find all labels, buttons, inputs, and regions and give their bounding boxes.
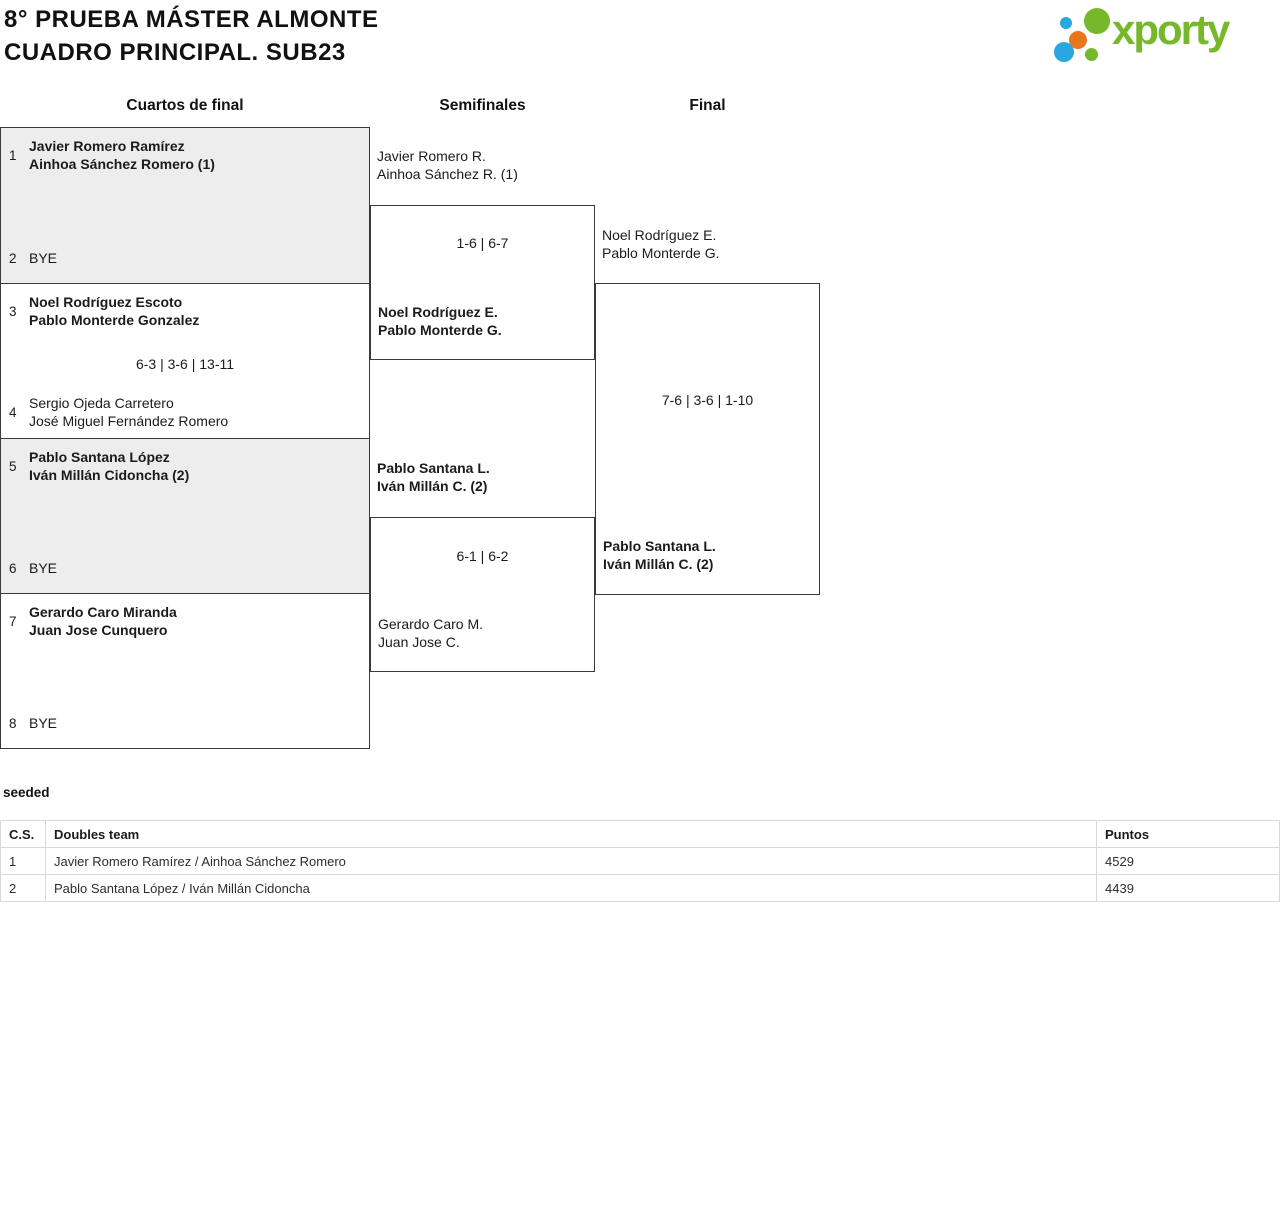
qf-match-3: 5 Pablo Santana López Iván Millán Cidonc… — [1, 438, 369, 593]
team-name: Juan Jose Cunquero — [29, 622, 168, 638]
team-name: Noel Rodríguez E. — [602, 227, 717, 243]
team-name: Iván Millán C. (2) — [603, 556, 714, 572]
team-name: Pablo Monterde G. — [602, 245, 720, 261]
seed-number: 6 — [9, 560, 17, 576]
seed-number: 1 — [9, 147, 17, 163]
team-name: Pablo Monterde Gonzalez — [29, 312, 200, 328]
qf4-top-team: 7 Gerardo Caro Miranda Juan Jose Cunquer… — [9, 603, 361, 639]
quarterfinals-column: 1 Javier Romero Ramírez Ainhoa Sánchez R… — [0, 127, 370, 749]
cs-value: 1 — [0, 847, 46, 875]
round-header-final: Final — [689, 97, 726, 114]
team-name: José Miguel Fernández Romero — [29, 413, 229, 429]
team-name: Pablo Monterde G. — [378, 322, 502, 338]
seed-number: 7 — [9, 613, 17, 629]
team-name: Pablo Santana L. — [603, 538, 716, 554]
cs-value: 2 — [0, 874, 46, 902]
match-score: 7-6 | 3-6 | 1-10 — [661, 392, 754, 408]
final-bottom-team: Pablo Santana L. Iván Millán C. (2) — [603, 537, 813, 573]
sf2-bottom-team: Gerardo Caro M. Juan Jose C. — [378, 615, 588, 651]
qf2-top-team: 3 Noel Rodríguez Escoto Pablo Monterde G… — [9, 293, 361, 329]
qf3-top-team: 5 Pablo Santana López Iván Millán Cidonc… — [9, 448, 361, 484]
sf1-top-team: Javier Romero R. Ainhoa Sánchez R. (1) — [377, 147, 518, 183]
qf1-top-team: 1 Javier Romero Ramírez Ainhoa Sánchez R… — [9, 137, 361, 173]
team-name: Ainhoa Sánchez Romero (1) — [29, 156, 215, 172]
team-name: Gerardo Caro Miranda — [29, 604, 177, 620]
team-name: BYE — [29, 560, 58, 576]
column-header-puntos: Puntos — [1096, 820, 1280, 848]
sf2-top-team: Pablo Santana L. Iván Millán C. (2) — [377, 459, 490, 495]
page-title: 8° PRUEBA MÁSTER ALMONTE CUADRO PRINCIPA… — [4, 3, 379, 69]
match-score: 6-1 | 6-2 — [456, 548, 509, 564]
match-score: 1-6 | 6-7 — [456, 235, 509, 251]
team-name: Noel Rodríguez E. — [378, 304, 498, 320]
logo-dot-icon — [1054, 42, 1074, 62]
team-name: Iván Millán C. (2) — [377, 478, 488, 494]
seeded-header-row: C.S. Doubles team Puntos — [0, 820, 1280, 848]
qf3-bottom-team: 6 BYE — [9, 559, 361, 577]
team-name: Ainhoa Sánchez R. (1) — [377, 166, 518, 182]
column-header-doubles-team: Doubles team — [45, 820, 1097, 848]
seeded-table: C.S. Doubles team Puntos 1 Javier Romero… — [0, 820, 1280, 902]
sf1-bottom-team: Noel Rodríguez E. Pablo Monterde G. — [378, 303, 588, 339]
team-name: Noel Rodríguez Escoto — [29, 294, 183, 310]
puntos-value: 4439 — [1096, 874, 1280, 902]
team-name: Gerardo Caro M. — [378, 616, 484, 632]
column-header-cs: C.S. — [0, 820, 46, 848]
team-name: Javier Romero R. — [377, 148, 486, 164]
qf2-bottom-team: 4 Sergio Ojeda Carretero José Miguel Fer… — [9, 394, 361, 430]
round-header-cuartos-de-final: Cuartos de final — [126, 97, 244, 114]
logo-dot-icon — [1069, 31, 1087, 49]
qf-match-2: 3 Noel Rodríguez Escoto Pablo Monterde G… — [1, 283, 369, 438]
logo-dot-icon — [1060, 17, 1072, 29]
final-top-team: Noel Rodríguez E. Pablo Monterde G. — [602, 226, 720, 262]
qf4-bottom-team: 8 BYE — [9, 714, 361, 732]
team-name: Sergio Ojeda Carretero — [29, 395, 174, 411]
sf2-match-box: 6-1 | 6-2 Gerardo Caro M. Juan Jose C. — [370, 517, 595, 672]
team-name: Juan Jose C. — [378, 634, 460, 650]
logo-dot-icon — [1085, 48, 1098, 61]
xporty-logo: xporty — [1048, 2, 1278, 72]
seed-number: 5 — [9, 458, 17, 474]
table-row: 2 Pablo Santana López / Iván Millán Cido… — [0, 874, 1280, 902]
logo-dot-icon — [1084, 8, 1110, 34]
title-line-2: CUADRO PRINCIPAL. SUB23 — [4, 39, 346, 66]
team-name: BYE — [29, 715, 58, 731]
seed-number: 4 — [9, 404, 17, 420]
seed-number: 3 — [9, 303, 17, 319]
team-name: Pablo Santana López — [29, 449, 170, 465]
team-name: Pablo Santana L. — [377, 460, 490, 476]
qf-match-4: 7 Gerardo Caro Miranda Juan Jose Cunquer… — [1, 593, 369, 748]
team-name: Javier Romero Ramírez — [29, 138, 185, 154]
table-row: 1 Javier Romero Ramírez / Ainhoa Sánchez… — [0, 847, 1280, 875]
team-name: BYE — [29, 250, 58, 266]
seed-number: 8 — [9, 715, 17, 731]
match-score: 6-3 | 3-6 | 13-11 — [135, 356, 235, 372]
qf1-bottom-team: 2 BYE — [9, 249, 361, 267]
sf1-match-box: 1-6 | 6-7 Noel Rodríguez E. Pablo Monter… — [370, 205, 595, 360]
qf-match-1: 1 Javier Romero Ramírez Ainhoa Sánchez R… — [1, 128, 369, 283]
round-header-semifinales: Semifinales — [439, 97, 526, 114]
puntos-value: 4529 — [1096, 847, 1280, 875]
team-value: Javier Romero Ramírez / Ainhoa Sánchez R… — [45, 847, 1097, 875]
final-match-box: 7-6 | 3-6 | 1-10 Pablo Santana L. Iván M… — [595, 283, 820, 595]
seed-number: 2 — [9, 250, 17, 266]
team-value: Pablo Santana López / Iván Millán Cidonc… — [45, 874, 1097, 902]
title-line-1: 8° PRUEBA MÁSTER ALMONTE — [4, 6, 379, 33]
xporty-wordmark: xporty — [1112, 6, 1230, 53]
seeded-label: seeded — [3, 785, 50, 800]
team-name: Iván Millán Cidoncha (2) — [29, 467, 190, 483]
